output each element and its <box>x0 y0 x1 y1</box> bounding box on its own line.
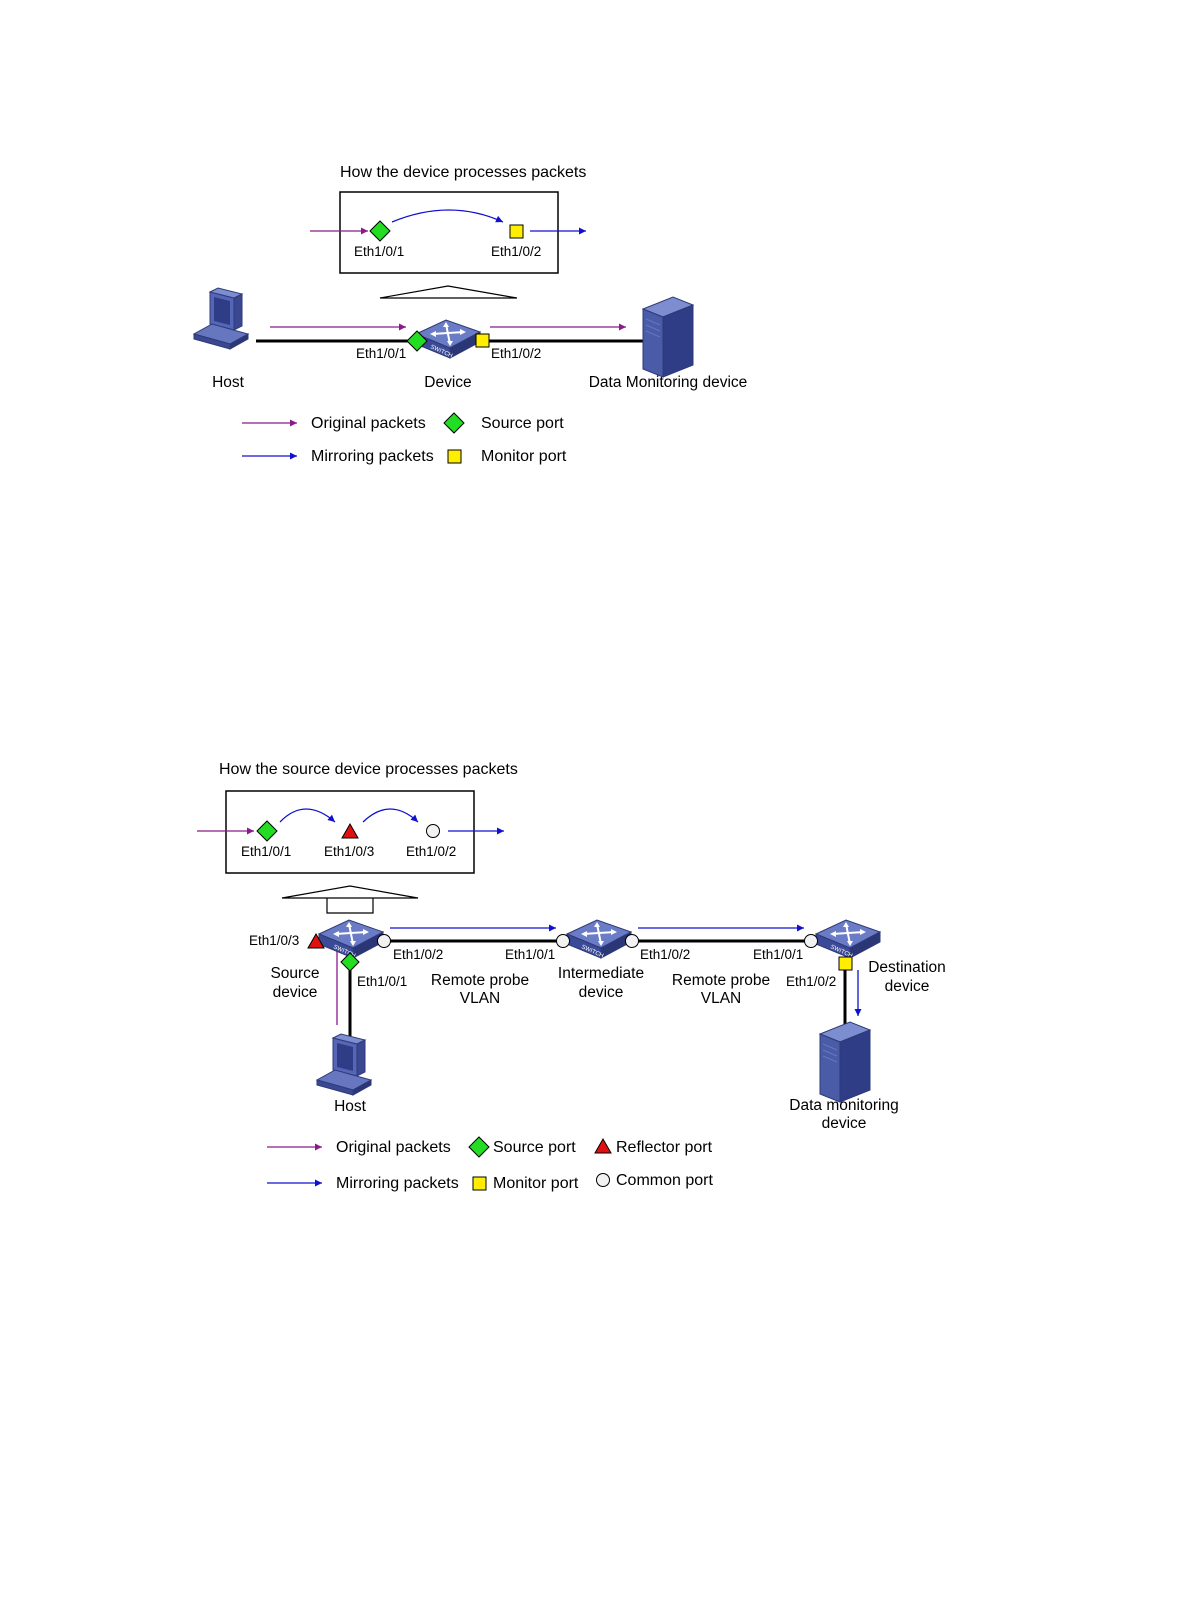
monitor-device-label: Data Monitoring device <box>589 374 748 391</box>
box-mirror-curve <box>391 209 504 223</box>
diagram1: How the device processes packets Eth1/0/… <box>193 164 748 465</box>
source-port-icon <box>406 330 428 352</box>
legend-source-icon <box>443 412 465 434</box>
vlan2-label-1: Remote probe <box>672 972 770 989</box>
legend2: Original packets Source port Reflector p… <box>267 1136 713 1192</box>
legend2-common-label: Common port <box>616 1172 713 1189</box>
box-port-in-label: Eth1/0/1 <box>354 244 404 259</box>
box2-port1-label: Eth1/0/1 <box>241 844 291 859</box>
legend-monitor-label: Monitor port <box>481 448 567 465</box>
legend-monitor-icon <box>447 449 462 464</box>
vlan1-label-2: VLAN <box>460 990 501 1007</box>
legend-source-label: Source port <box>481 415 564 432</box>
box2-source-port-icon <box>256 820 278 842</box>
intermediate-label-1: Intermediate <box>558 965 644 982</box>
legend2-monitor-icon <box>472 1176 487 1191</box>
box-port-out-label: Eth1/0/2 <box>491 244 541 259</box>
legend2-reflector-label: Reflector port <box>616 1139 713 1156</box>
zoom-callout-arrow <box>379 285 518 299</box>
server2-icon <box>819 1021 871 1103</box>
diagram2-title: How the source device processes packets <box>219 761 518 778</box>
legend2-mirror-label: Mirroring packets <box>336 1175 459 1192</box>
box2-mirror-curve-2 <box>362 808 419 823</box>
mid-out-port-icon <box>625 934 639 948</box>
monitor-port-icon <box>475 333 490 348</box>
dst-in-port-icon <box>804 934 818 948</box>
legend2-source-label: Source port <box>493 1139 576 1156</box>
host-icon <box>193 287 249 350</box>
legend-mirror-label: Mirroring packets <box>311 448 434 465</box>
intermediate-switch-icon <box>566 919 632 961</box>
port-reflector-label: Eth1/0/3 <box>249 933 299 948</box>
zoom-callout2 <box>281 885 419 899</box>
legend1: Original packets Source port Mirroring p… <box>242 412 567 465</box>
diagram1-title: How the device processes packets <box>340 164 586 181</box>
mid-in-port-icon <box>556 934 570 948</box>
source-device-label-1: Source <box>270 965 319 982</box>
box2-reflector-port-icon <box>341 822 359 839</box>
reflector-port-icon <box>307 932 325 949</box>
box2-port3-label: Eth1/0/3 <box>324 844 374 859</box>
box-source-port-icon <box>369 220 391 242</box>
box2-common-port-icon <box>426 824 440 838</box>
box2-port2-label: Eth1/0/2 <box>406 844 456 859</box>
port-dst-in-label: Eth1/0/1 <box>753 947 803 962</box>
destination-switch-icon <box>815 919 881 961</box>
host2-icon <box>316 1033 372 1096</box>
port-dst-out-label: Eth1/0/2 <box>786 974 836 989</box>
destination-label-2: device <box>885 978 930 995</box>
host2-label: Host <box>334 1098 367 1115</box>
intermediate-label-2: device <box>579 984 624 1001</box>
port-src-in-label: Eth1/0/1 <box>357 974 407 989</box>
legend2-original-label: Original packets <box>336 1139 451 1156</box>
port-mid-in-label: Eth1/0/1 <box>505 947 555 962</box>
dst-monitor-port-icon <box>838 956 853 971</box>
destination-label-1: Destination <box>868 959 946 976</box>
monitor2-label-2: device <box>822 1115 867 1132</box>
port-src-out-label: Eth1/0/2 <box>393 947 443 962</box>
vlan2-label-2: VLAN <box>701 990 742 1007</box>
server-icon <box>642 296 694 378</box>
device-label: Device <box>424 374 471 391</box>
box2-mirror-curve-1 <box>279 808 336 823</box>
port-left-label: Eth1/0/1 <box>356 346 406 361</box>
box-monitor-port-icon <box>509 224 524 239</box>
legend2-reflector-icon <box>594 1137 612 1154</box>
src-common-port-icon <box>377 934 391 948</box>
vlan1-label-1: Remote probe <box>431 972 529 989</box>
diagram2: How the source device processes packets … <box>197 761 946 1192</box>
host-label: Host <box>212 374 245 391</box>
legend2-monitor-label: Monitor port <box>493 1175 579 1192</box>
legend2-common-icon <box>596 1173 610 1187</box>
source-device-label-2: device <box>273 984 318 1001</box>
src-source-port-icon <box>340 952 360 972</box>
legend2-source-icon <box>468 1136 490 1158</box>
port-mid-out-label: Eth1/0/2 <box>640 947 690 962</box>
port-right-label: Eth1/0/2 <box>491 346 541 361</box>
legend-original-label: Original packets <box>311 415 426 432</box>
monitor2-label-1: Data monitoring <box>789 1097 898 1114</box>
